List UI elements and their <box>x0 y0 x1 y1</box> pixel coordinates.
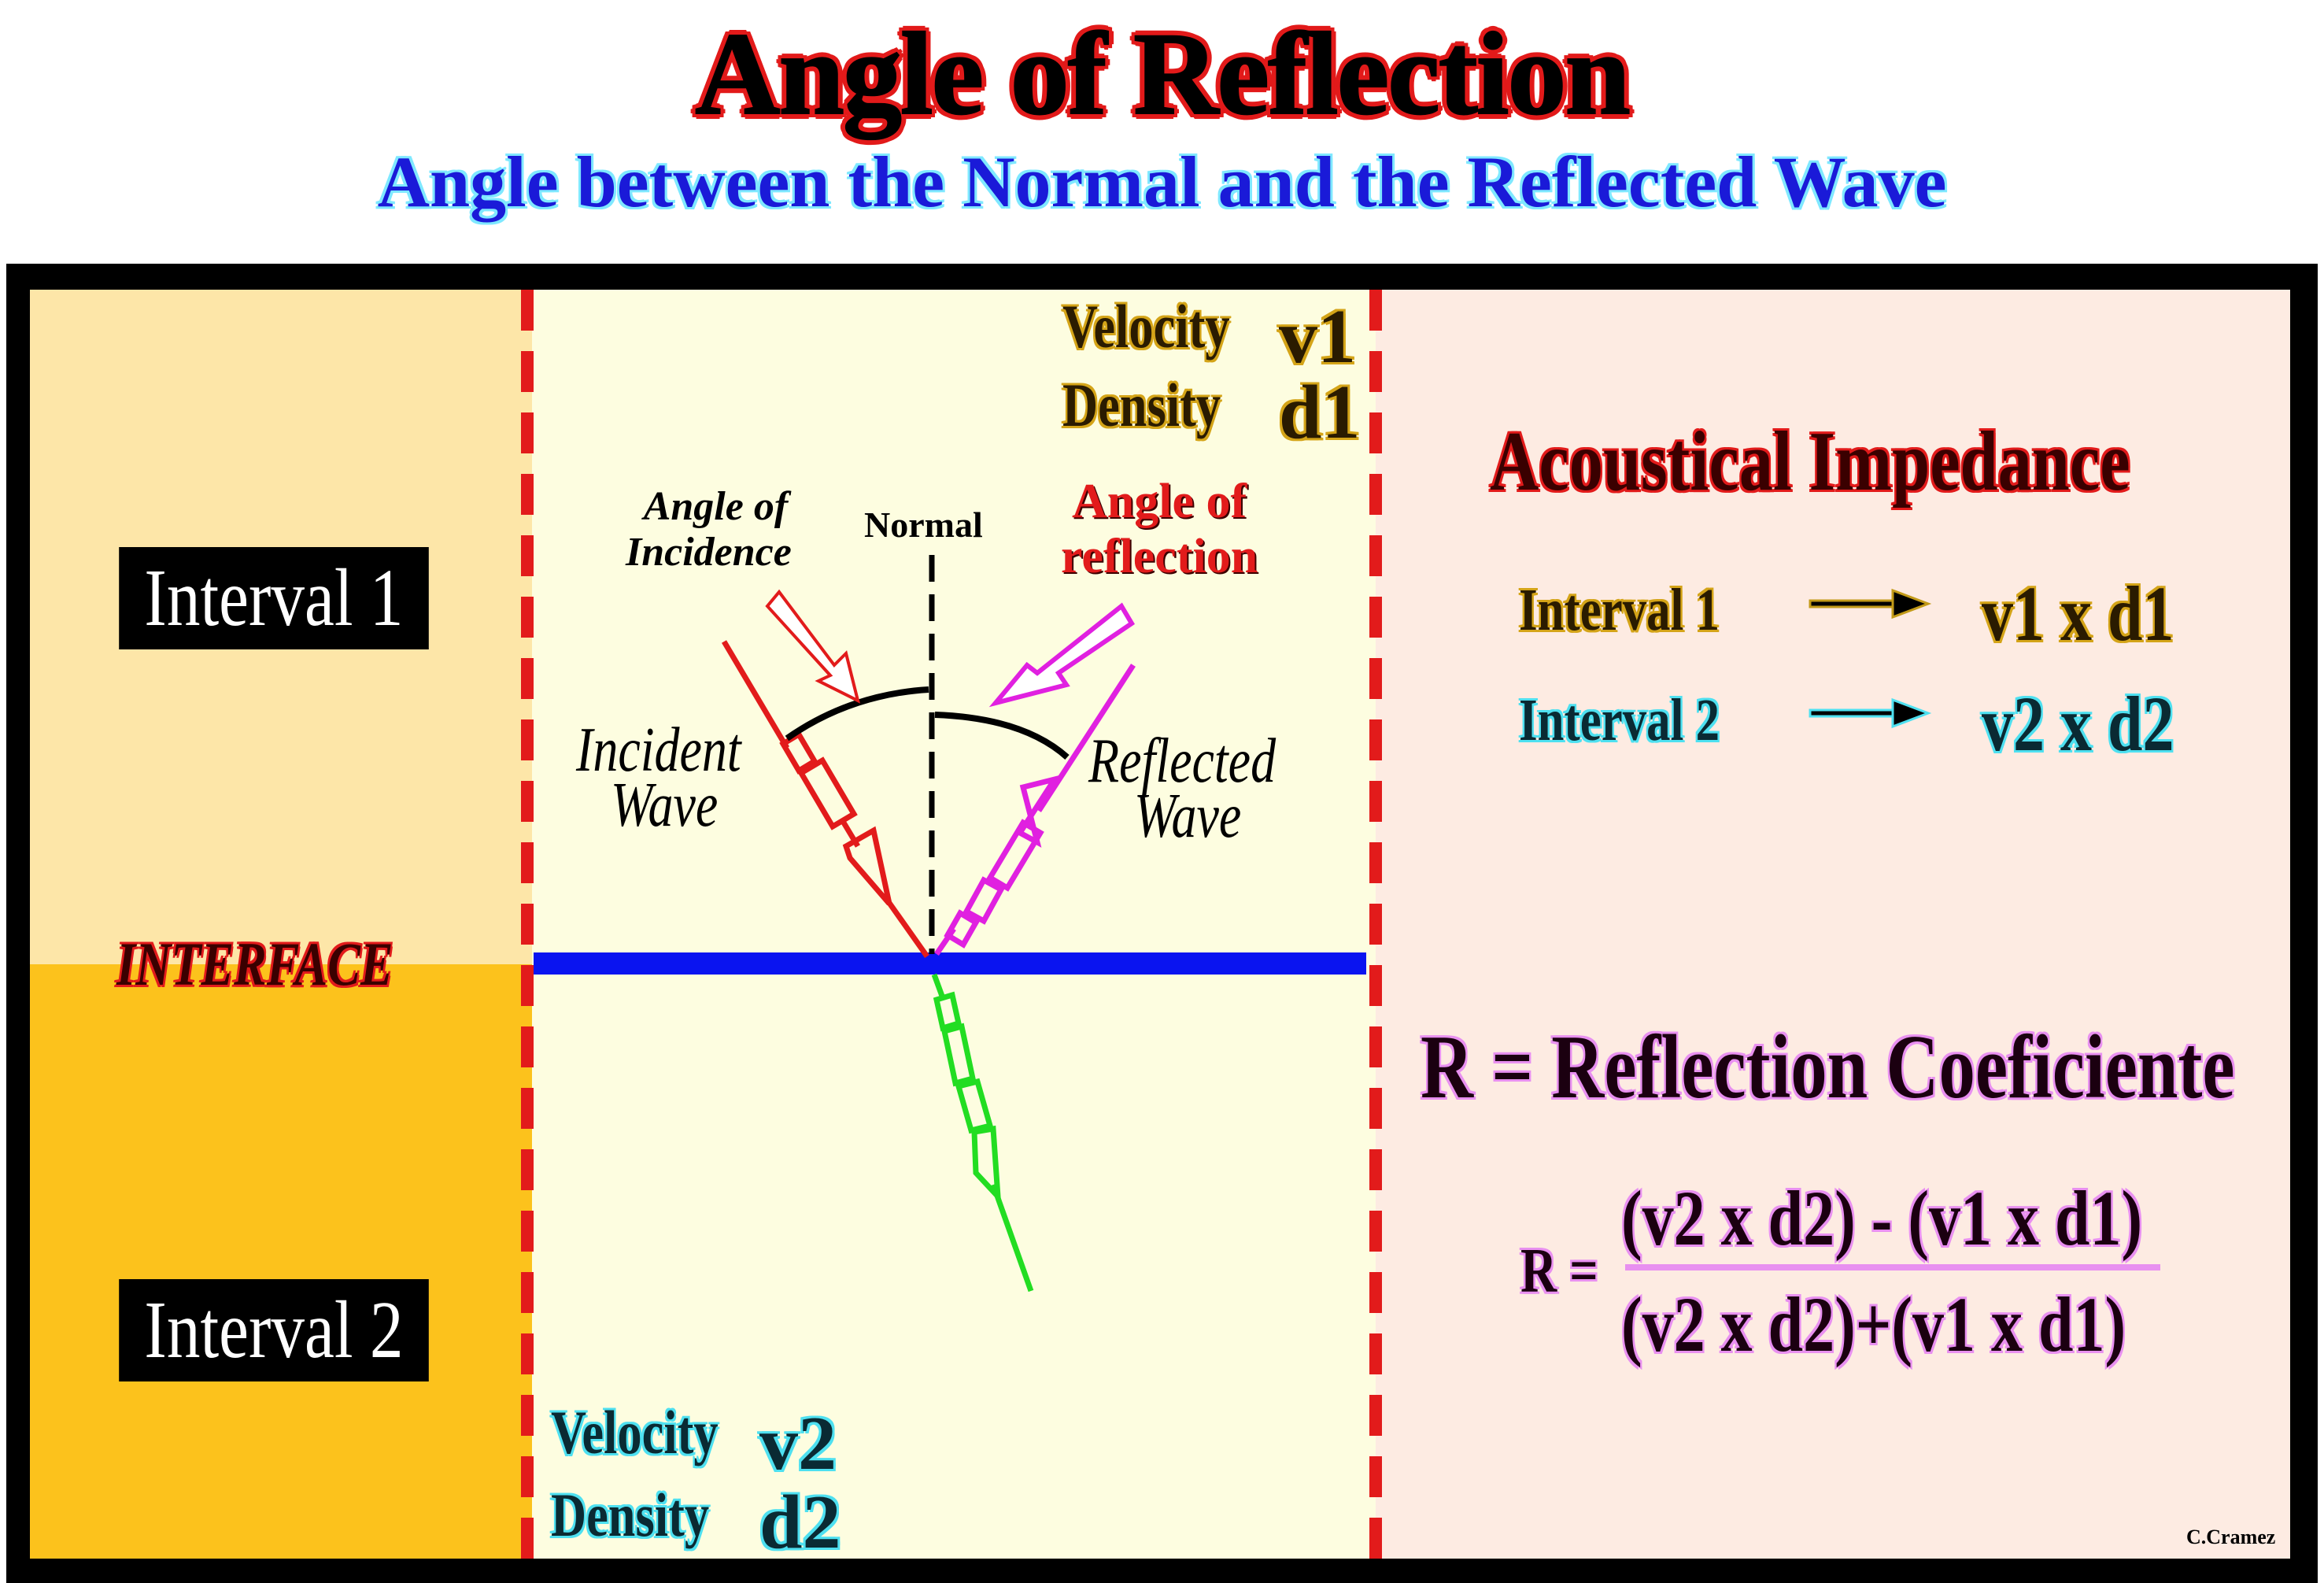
interface-line <box>534 952 1366 975</box>
reflected-ray <box>934 664 1136 956</box>
impedance-row1-label: Interval 1 <box>1519 577 1720 643</box>
transmitted-ray <box>931 973 1034 1293</box>
interval2-region <box>30 964 532 1559</box>
fraction-bar <box>1625 1264 2160 1270</box>
medium2-velocity: Velocity <box>551 1398 719 1466</box>
reflection-heading: R = Reflection Coeficiente <box>1421 1017 2235 1118</box>
angle-reflection-label: Angle of reflection <box>1061 475 1258 583</box>
reflection-denominator: (v2 x d2)+(v1 x d1) <box>1621 1281 2126 1368</box>
reflection-numerator: (v2 x d2) - (v1 x d1) <box>1621 1174 2143 1262</box>
medium1-density-symbol: d1 <box>1279 370 1361 455</box>
impedance-arrow-2-icon <box>1809 697 1932 729</box>
right-panel <box>1376 290 2290 1559</box>
credit-label: C.Cramez <box>2186 1526 2276 1548</box>
impedance-arrow-1-icon <box>1809 588 1932 620</box>
interval2-label: Interval 2 <box>119 1279 429 1381</box>
medium2-velocity-symbol: v2 <box>759 1401 837 1486</box>
reflected-wave-label: Reflected Wave <box>1088 727 1277 851</box>
reflection-lhs: R = <box>1520 1237 1598 1306</box>
medium1-velocity-symbol: v1 <box>1279 294 1356 379</box>
reflection-arc <box>934 712 1070 760</box>
impedance-row1-formula: v1 x d1 <box>1982 570 2174 657</box>
incidence-pointer-icon <box>765 589 860 704</box>
impedance-heading: Acoustical Impedance <box>1490 415 2130 509</box>
medium2-density: Density <box>551 1481 710 1549</box>
impedance-row2-label: Interval 2 <box>1519 687 1720 753</box>
medium1-density: Density <box>1062 371 1221 439</box>
interface-label: INTERFACE <box>116 930 393 998</box>
page-subtitle: Angle between the Normal and the Reflect… <box>377 142 1947 222</box>
page-title: Angle of Reflection <box>694 8 1631 140</box>
angle-incidence-label: Angle of Incidence <box>626 484 792 575</box>
incidence-arc <box>785 686 929 742</box>
medium1-velocity: Velocity <box>1062 292 1230 361</box>
interval1-label: Interval 1 <box>119 547 429 649</box>
incident-wave-label: Incident Wave <box>576 716 741 840</box>
medium2-density-symbol: d2 <box>759 1480 841 1565</box>
normal-label: Normal <box>864 505 983 545</box>
impedance-row2-formula: v2 x d2 <box>1982 680 2174 767</box>
reflection-pointer-icon <box>988 602 1136 708</box>
